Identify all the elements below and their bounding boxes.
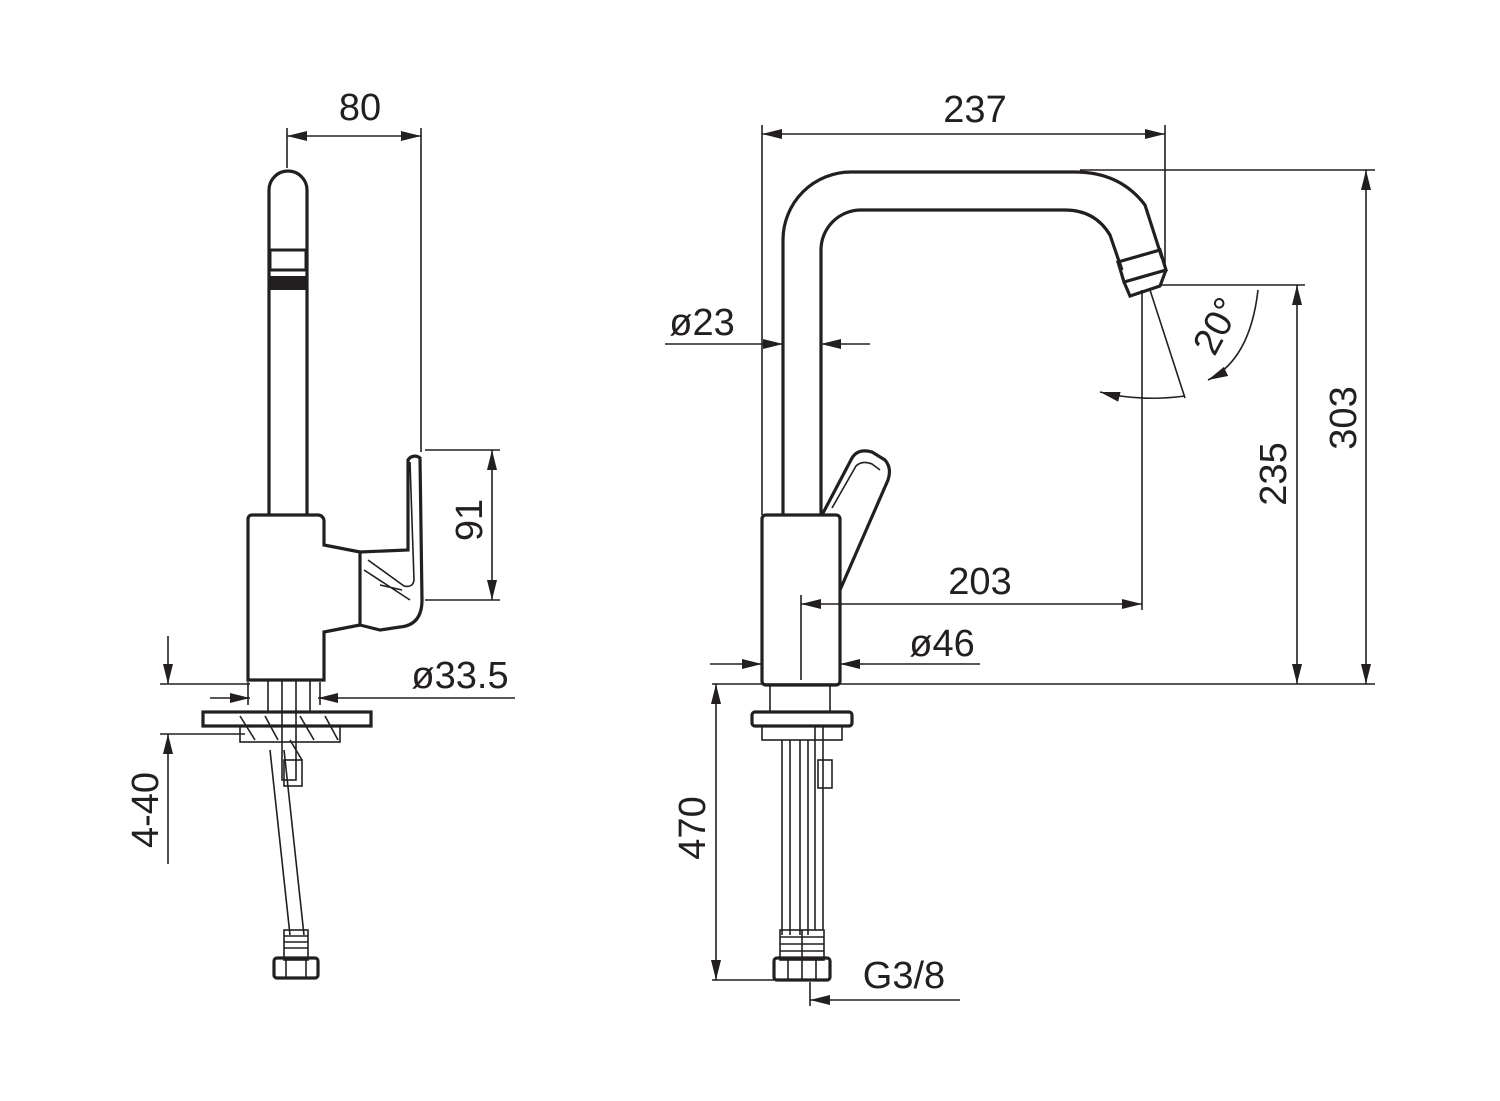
shank-nut <box>283 759 303 787</box>
aerator <box>1116 248 1168 298</box>
dim-23: ø23 <box>669 302 734 344</box>
spout-outer <box>781 170 1164 515</box>
supply-hoses <box>781 726 824 935</box>
hose-ferrule <box>283 929 309 961</box>
mount-washer-front <box>761 725 843 741</box>
shank-front <box>769 684 831 713</box>
hose-nut-edges-front <box>787 958 817 980</box>
hose-nut <box>272 956 320 980</box>
dim-303: 303 <box>1323 386 1365 449</box>
aerator-band <box>268 248 308 272</box>
hose <box>269 739 305 936</box>
mixer-body <box>246 513 362 682</box>
hose-ferrule-ribs <box>284 935 308 949</box>
dim-4-40: 4-40 <box>125 772 167 848</box>
spout-inner <box>819 208 1124 515</box>
dim-237: 237 <box>943 89 1006 131</box>
dim-91: 91 <box>449 499 491 541</box>
shank-rod <box>281 679 297 781</box>
dim-33-5: ø33.5 <box>411 655 508 697</box>
mount-plate-front <box>750 710 854 728</box>
front-view: 237 ø23 20° 235 303 203 ø46 470 <box>665 89 1375 1006</box>
spout-tube <box>267 169 309 515</box>
dim-80: 80 <box>339 87 381 129</box>
mount-plate <box>201 710 373 728</box>
dim-46: ø46 <box>909 623 974 665</box>
dim-235: 235 <box>1253 442 1295 505</box>
dim-203: 203 <box>948 561 1011 603</box>
lever-handle-inner <box>831 461 881 509</box>
dim-g3-8: G3/8 <box>863 955 945 997</box>
shank <box>267 679 311 713</box>
aerator-band-dark <box>270 276 306 290</box>
lever-handle-front <box>820 449 892 591</box>
side-view: 80 91 ø33.5 4-40 <box>125 87 515 980</box>
hose-nut-edges <box>285 958 307 978</box>
ferrule-ribs <box>780 930 824 960</box>
dim-470: 470 <box>672 796 714 859</box>
mount-nut-hatch <box>239 715 339 741</box>
rod-nut <box>817 759 833 789</box>
lever-inner <box>363 461 415 601</box>
lever-handle <box>359 454 424 632</box>
